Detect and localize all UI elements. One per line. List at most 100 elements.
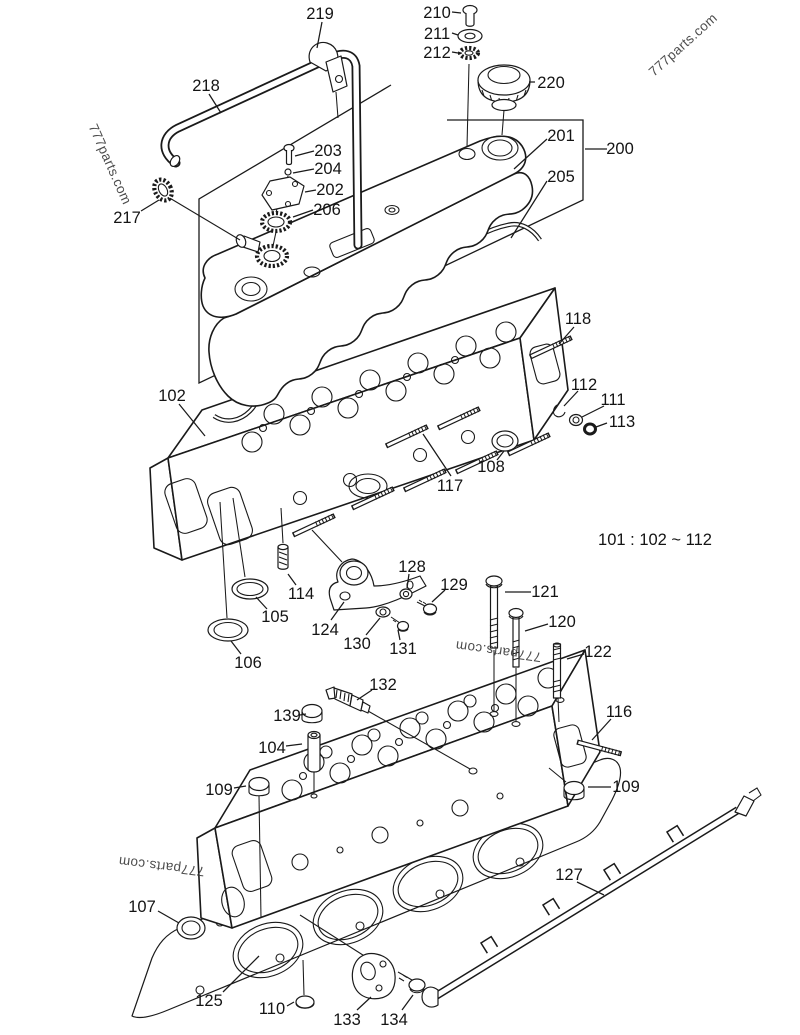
part-220-oil-filler-cap: [477, 64, 531, 136]
leader-line-134: [401, 994, 414, 1011]
leader-line-110: [286, 1001, 295, 1007]
leader-line-130: [365, 617, 381, 636]
part-label-125: 125: [195, 992, 223, 1010]
leader-line-133: [356, 996, 372, 1011]
part-201-valve-cover: [200, 135, 534, 407]
part-122-stud: [552, 642, 562, 723]
leader-line-139: [299, 713, 307, 716]
part-label-206: 206: [313, 201, 341, 219]
leader-line-204: [292, 168, 315, 174]
parts-210-211-212-fasteners: [457, 4, 483, 148]
part-label-110: 110: [259, 1000, 285, 1018]
part-label-127: 127: [555, 866, 583, 884]
part-109-valve-cap-right: [548, 767, 585, 801]
part-219-hose-clamp-bracket: [308, 41, 348, 119]
part-label-203: 203: [314, 142, 342, 160]
part-label-109: 109: [612, 778, 640, 796]
part-label-134: 134: [380, 1011, 408, 1029]
part-label-133: 133: [333, 1011, 361, 1029]
leader-line-210: [451, 11, 462, 14]
part-label-205: 205: [547, 168, 575, 186]
part-label-120: 120: [548, 613, 576, 631]
part-label-109: 109: [205, 781, 233, 799]
leader-line-217: [140, 199, 160, 212]
part-110-cup-plug: [295, 959, 315, 1009]
leader-line-201: [513, 138, 548, 170]
leader-line-128: [406, 573, 410, 589]
cylinder-head-lower: [196, 649, 622, 929]
leader-line-102: [178, 403, 206, 437]
leader-line-116: [591, 718, 612, 741]
leader-line-131: [397, 629, 401, 641]
watermark-4: 777parts.com: [118, 854, 206, 879]
part-label-116: 116: [606, 703, 632, 721]
part-label-132: 132: [369, 676, 397, 694]
part-127-rocker-gasket-strip: [421, 787, 762, 1008]
part-label-139: 139: [273, 707, 301, 725]
leader-line-203: [294, 150, 315, 157]
part-134-bolt: [397, 971, 426, 994]
part-132-glow-plug: [325, 686, 471, 770]
leader-line-202: [304, 189, 317, 193]
leader-line-212: [451, 51, 459, 54]
part-label-104: 104: [258, 739, 286, 757]
part-131-bolt: [390, 616, 410, 632]
leader-line-129: [431, 589, 446, 603]
part-label-111: 111: [600, 391, 625, 409]
leader-line-124: [330, 601, 345, 621]
leader-line-111: [581, 405, 605, 418]
part-206-ring-nut: [259, 210, 293, 234]
part-label-128: 128: [398, 558, 426, 576]
part-108-seal: [491, 430, 519, 452]
leader-line-120: [524, 623, 549, 632]
part-label-130: 130: [343, 635, 371, 653]
part-label-107: 107: [128, 898, 156, 916]
part-105-seal-ring: [231, 497, 269, 600]
leader-line-211: [451, 32, 459, 36]
leader-line-104: [285, 743, 303, 747]
part-113-collar: [583, 422, 597, 436]
part-label-202: 202: [316, 181, 344, 199]
part-203-screw: [283, 143, 295, 166]
part-label-124: 124: [311, 621, 339, 639]
leader-line-112: [563, 390, 579, 407]
part-114-dowel-pin: [277, 507, 289, 570]
part-202-breather-plate: [261, 176, 305, 211]
part-label-108: 108: [477, 458, 505, 476]
part-label-118: 118: [565, 310, 591, 328]
leader-line-127: [576, 881, 605, 896]
part-107-seal: [176, 916, 206, 940]
part-106-seal-ring: [207, 501, 249, 642]
part-label-210: 210: [423, 4, 451, 22]
part-label-218: 218: [192, 77, 220, 95]
leader-line-114: [287, 573, 297, 586]
part-109-valve-cap-left: [248, 776, 270, 919]
leader-line-206: [292, 209, 314, 218]
part-121-bolt: [485, 575, 503, 711]
part-112-snap-ring: [552, 404, 566, 418]
part-label-129: 129: [440, 576, 468, 594]
leader-line-122: [566, 653, 585, 660]
parts-202-203-204-206-breather: [259, 143, 305, 247]
part-217-hose-clamp: [152, 177, 241, 241]
part-label-219: 219: [306, 5, 334, 23]
part-label-212: 212: [423, 44, 451, 62]
leader-line-125: [222, 955, 260, 993]
part-label-217: 217: [113, 209, 141, 227]
part-111-washer: [568, 413, 584, 427]
part-label-102: 102: [158, 387, 186, 405]
part-129-bolt: [416, 599, 438, 616]
part-label-204: 204: [314, 160, 342, 178]
leader-line-205: [510, 180, 548, 239]
part-label-112: 112: [571, 376, 597, 394]
part-label-105: 105: [261, 608, 289, 626]
part-label-121: 121: [531, 583, 559, 601]
part-label-200: 200: [606, 140, 634, 158]
part-104-valve-guide: [307, 730, 321, 794]
leader-line-107: [157, 910, 180, 924]
part-label-122: 122: [584, 643, 612, 661]
part-label-220: 220: [537, 74, 565, 92]
watermark-3: 777parts.com: [454, 638, 542, 665]
